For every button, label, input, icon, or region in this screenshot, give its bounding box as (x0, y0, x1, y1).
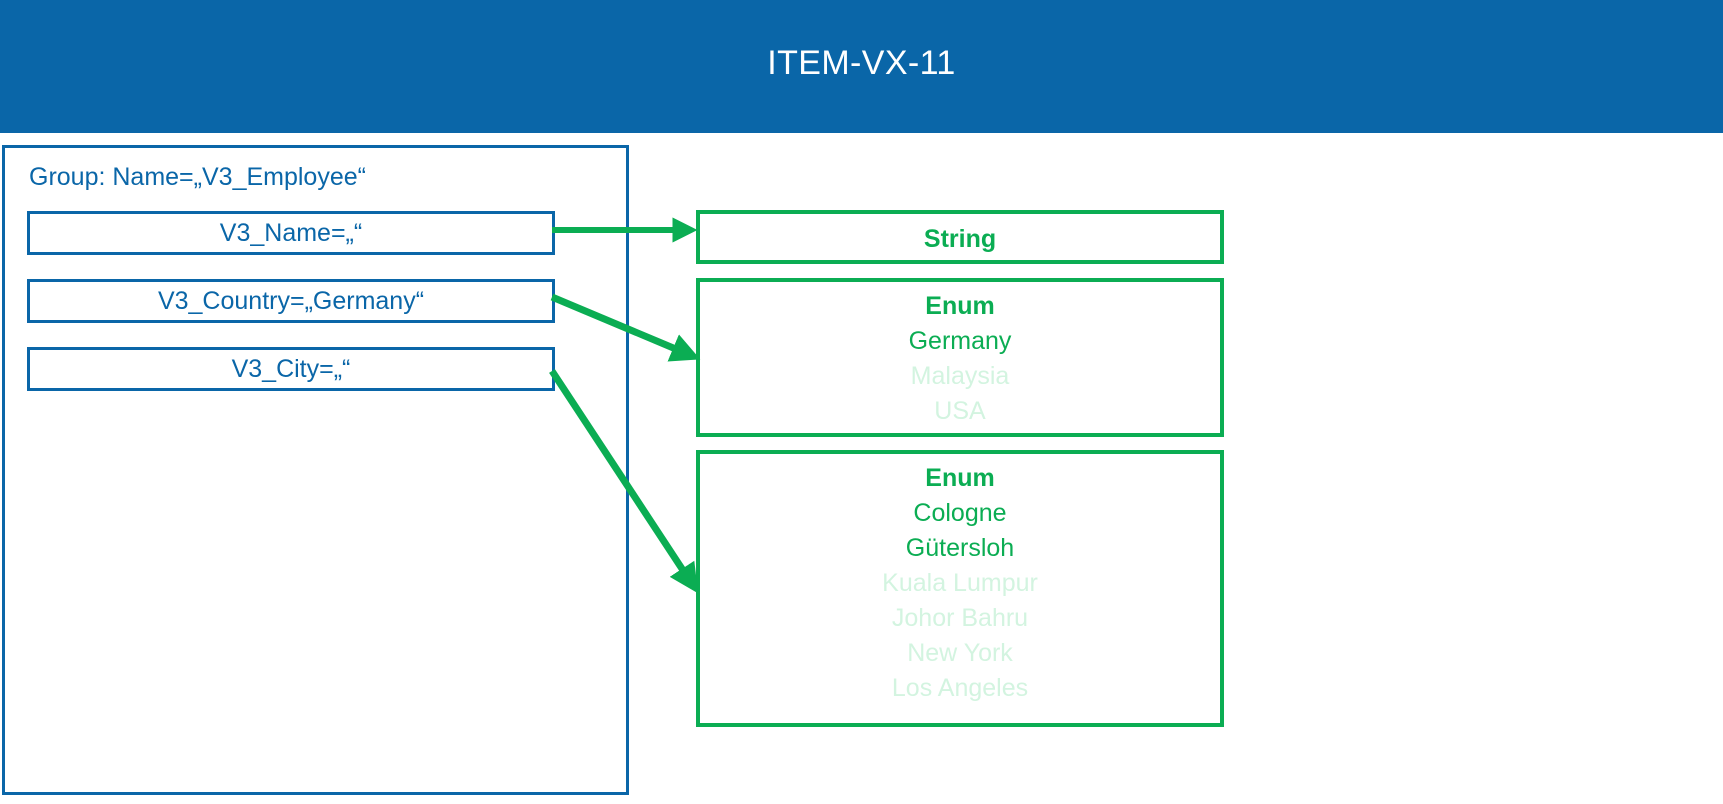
group-container: Group: Name=„V3_Employee“ V3_Name=„“ V3_… (2, 145, 629, 795)
group-label: Group: Name=„V3_Employee“ (29, 163, 366, 191)
enum-option-usa[interactable]: USA (934, 397, 986, 425)
type-head-enum-country: Enum (925, 292, 995, 320)
type-box-enum-city[interactable]: Enum Cologne Gütersloh Kuala Lumpur Joho… (696, 450, 1224, 727)
enum-option-cologne[interactable]: Cologne (913, 499, 1007, 527)
field-label-name: V3_Name=„“ (219, 219, 363, 247)
type-head-string: String (923, 225, 997, 253)
field-box-country[interactable]: V3_Country=„Germany“ (27, 279, 555, 323)
enum-option-malaysia[interactable]: Malaysia (910, 362, 1010, 390)
enum-option-johor-bahru[interactable]: Johor Bahru (891, 604, 1029, 632)
header-bar (0, 0, 1723, 133)
page-title: ITEM-VX-11 (767, 44, 956, 82)
field-label-country: V3_Country=„Germany“ (157, 287, 425, 315)
enum-option-guetersloh[interactable]: Gütersloh (905, 534, 1015, 562)
enum-option-germany[interactable]: Germany (908, 327, 1012, 355)
enum-option-new-york[interactable]: New York (907, 639, 1013, 667)
enum-option-kuala-lumpur[interactable]: Kuala Lumpur (882, 569, 1038, 597)
enum-option-los-angeles[interactable]: Los Angeles (891, 674, 1029, 702)
field-box-city[interactable]: V3_City=„“ (27, 347, 555, 391)
field-box-name[interactable]: V3_Name=„“ (27, 211, 555, 255)
field-label-city: V3_City=„“ (231, 355, 351, 383)
type-head-enum-city: Enum (925, 464, 995, 492)
type-box-string[interactable]: String (696, 210, 1224, 264)
type-box-enum-country[interactable]: Enum Germany Malaysia USA (696, 278, 1224, 437)
